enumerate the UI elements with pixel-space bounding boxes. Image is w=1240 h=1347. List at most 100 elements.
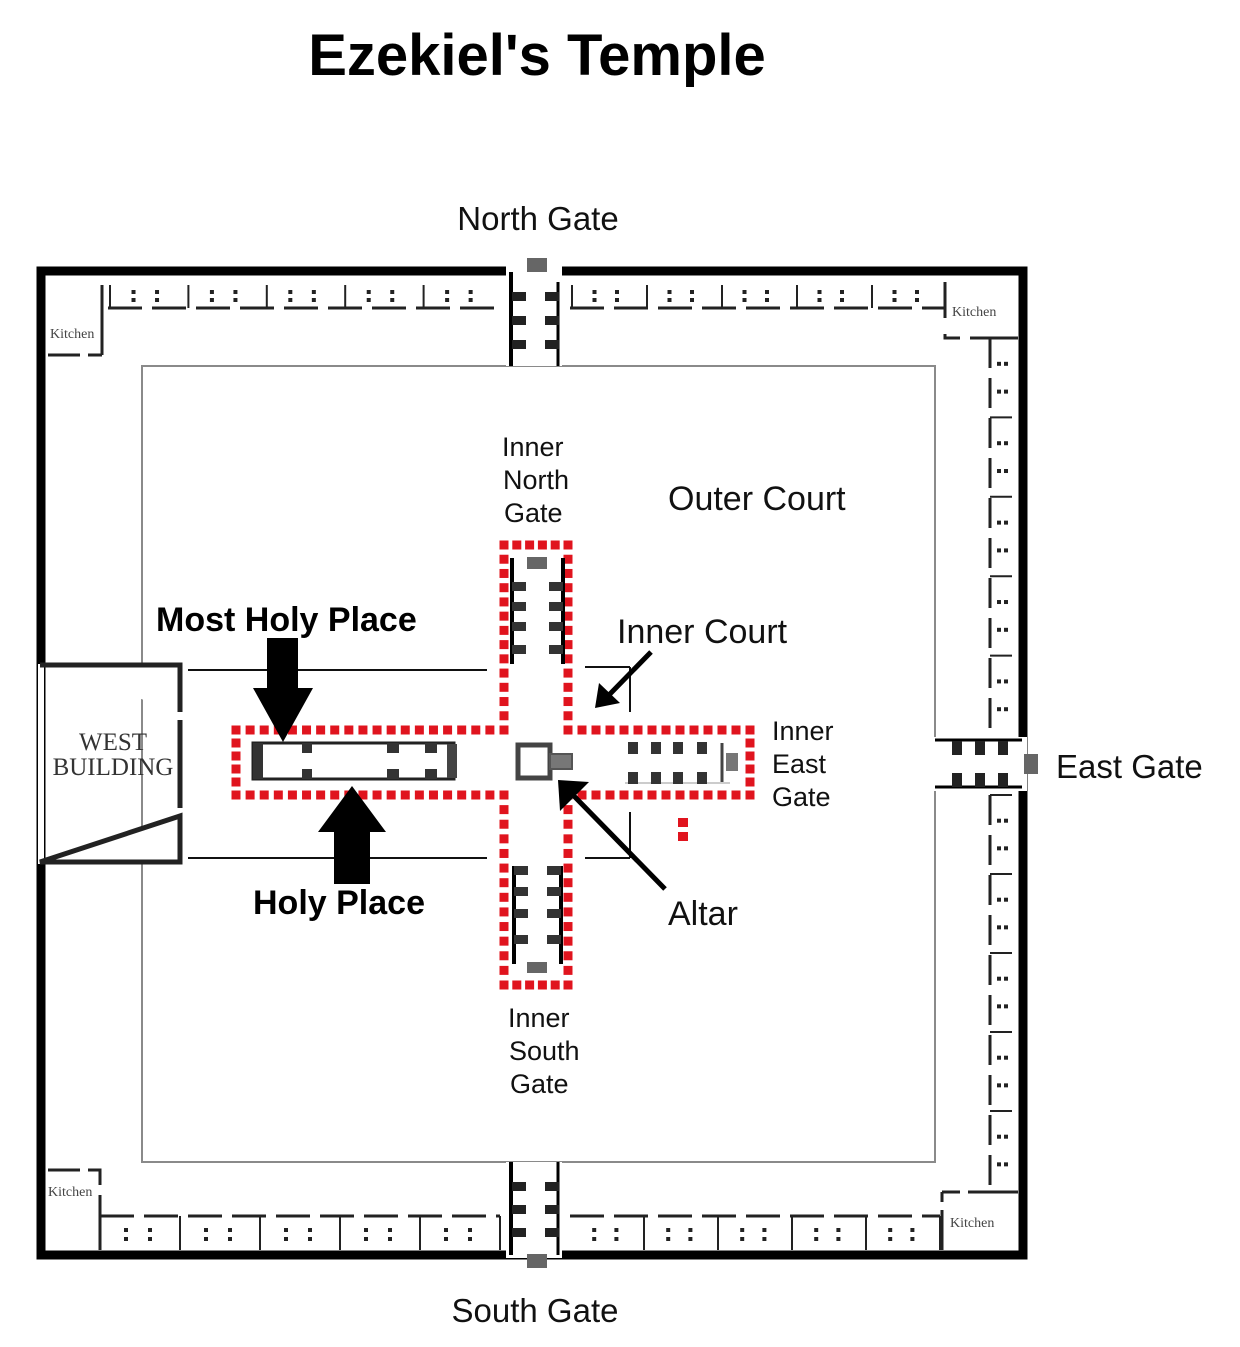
red-dot [485, 725, 495, 735]
red-dot [499, 625, 509, 635]
red-dot [499, 951, 509, 961]
red-dotted-inner-court-outline [231, 540, 755, 990]
red-dot [414, 790, 424, 800]
chamber-pillar [1004, 1083, 1008, 1088]
red-marker [678, 818, 688, 841]
red-dot [358, 725, 368, 735]
red-dot [703, 790, 713, 800]
altar [515, 742, 573, 781]
red-dot [499, 834, 509, 844]
red-dot [591, 725, 601, 735]
red-dot [633, 725, 643, 735]
chamber-pillar [667, 298, 672, 302]
inner-gate-chamber [673, 772, 683, 784]
red-dot [499, 848, 509, 858]
red-dot [525, 980, 535, 990]
inner-gate-chamber [549, 622, 563, 631]
inner-south-gate-label-3: Gate [510, 1069, 569, 1099]
inner-east-gate-porch [726, 753, 738, 771]
red-dot [717, 790, 727, 800]
most-holy-place-arrow [253, 638, 313, 742]
chamber-pillar [997, 925, 1001, 930]
red-dot [499, 668, 509, 678]
inner-gate-chamber [673, 742, 683, 754]
chamber-pillar [388, 1228, 392, 1232]
chamber-pillar [592, 1228, 597, 1232]
gate-chamber [512, 1228, 526, 1237]
altar-arrow [558, 780, 667, 891]
east-gate-porch [1024, 754, 1038, 774]
chamber-pillar [308, 1237, 312, 1241]
chamber-pillar [1004, 679, 1008, 684]
red-dot [619, 725, 629, 735]
chamber-pillar [1004, 818, 1008, 823]
inner-south-gate-porch [527, 962, 547, 973]
west-building-label-2: BUILDING [53, 754, 174, 781]
north-gate-porch [527, 258, 547, 272]
red-dot [563, 936, 573, 946]
chamber-pillar [666, 1228, 671, 1232]
chamber-pillar [997, 707, 1001, 712]
red-dot [537, 980, 547, 990]
south-gate-porch [527, 1254, 547, 1268]
red-dot [675, 725, 685, 735]
chamber-pillar [765, 290, 769, 294]
inner-gate-chamber [512, 582, 526, 591]
chamber-pillar [762, 1228, 767, 1232]
red-dot [563, 654, 573, 664]
chamber-pillar [997, 897, 1001, 902]
kitchen-nw: Kitchen [48, 285, 104, 357]
red-dot [302, 790, 312, 800]
red-dot [358, 790, 368, 800]
inner-east-gate-label-1: Inner [772, 716, 834, 746]
red-dot [689, 790, 699, 800]
chamber-pillar [615, 290, 619, 294]
chamber-pillar [614, 1228, 619, 1232]
inner-north-gate-label-1: Inner [502, 432, 564, 462]
red-dot [400, 725, 410, 735]
red-dot [499, 936, 509, 946]
red-dot [471, 790, 481, 800]
kitchen-sw: Kitchen [48, 1168, 102, 1250]
red-dot [372, 790, 382, 800]
inner-gates [510, 557, 738, 973]
red-dot [537, 540, 547, 550]
chamber-pillar [124, 1237, 128, 1241]
inner-gate-chamber [549, 582, 563, 591]
chamber-pillar [997, 1083, 1001, 1088]
red-dot [550, 540, 560, 550]
red-dot [457, 725, 467, 735]
chamber-pillar [1004, 441, 1008, 446]
red-dot [745, 764, 755, 774]
chamber-pillar [915, 290, 919, 294]
red-dot [499, 819, 509, 829]
holy-place-label: Holy Place [253, 884, 425, 922]
kitchen-label-se: Kitchen [950, 1216, 994, 1231]
east-gate-label: East Gate [1056, 748, 1203, 785]
red-dot [563, 583, 573, 593]
chamber-pillar [1004, 846, 1008, 851]
diagram-title: Ezekiel's Temple [308, 23, 766, 88]
red-dot [499, 892, 509, 902]
red-dot [563, 711, 573, 721]
chamber-pillar [1004, 925, 1008, 930]
red-dot [563, 922, 573, 932]
inner-gate-chamber [547, 935, 561, 944]
inner-gate-chamber [651, 772, 661, 784]
chamber-pillar [228, 1228, 232, 1232]
chamber-pillar [468, 298, 473, 302]
red-dot [563, 568, 573, 578]
red-dot [619, 790, 629, 800]
chamber-pillar [444, 1228, 448, 1232]
chamber-pillar [288, 290, 293, 294]
gate-chamber [545, 340, 559, 349]
red-dot [457, 790, 467, 800]
chamber-pillar [740, 1228, 745, 1232]
red-dot [287, 725, 297, 735]
red-dot [563, 668, 573, 678]
red-dot [231, 751, 241, 761]
chamber-pillar [1004, 389, 1008, 394]
red-dot [386, 725, 396, 735]
red-dot [499, 583, 509, 593]
chamber-pillar [997, 846, 1001, 851]
